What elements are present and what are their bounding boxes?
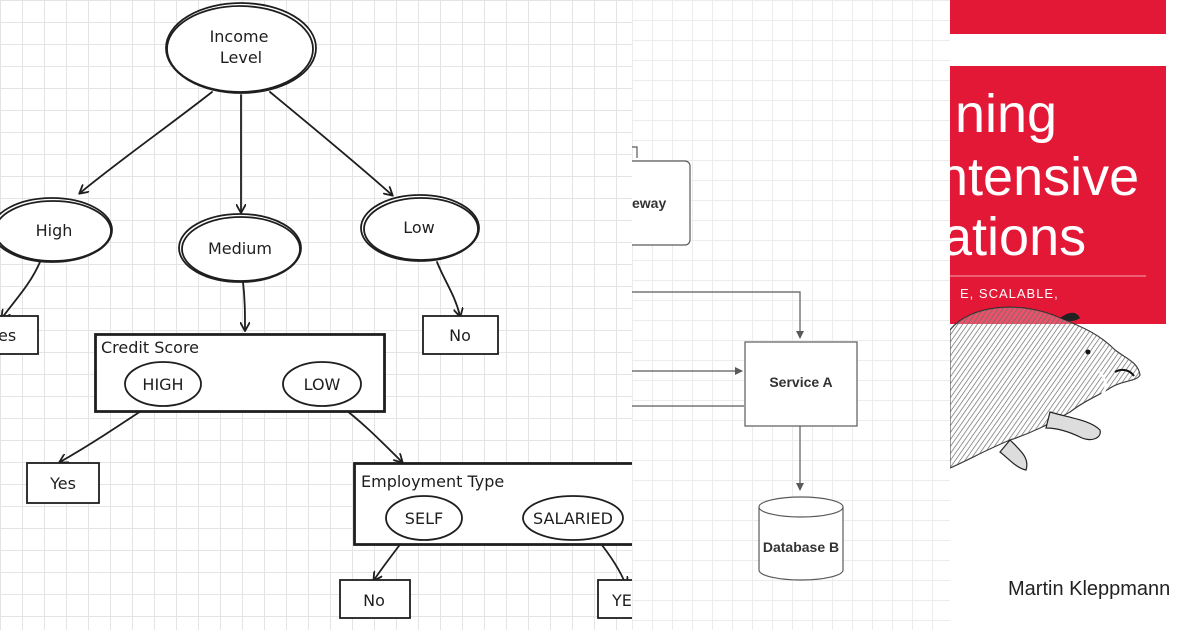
- edge-high-leaf: [2, 261, 41, 318]
- book-cover-panel: ning ntensive ations E, SCALABLE, Martin…: [950, 0, 1200, 630]
- leaf-salaried-yes: YE: [597, 579, 632, 619]
- edge-medium-credit: [243, 281, 245, 330]
- database-b-label: Database B: [763, 539, 839, 555]
- edge-root-high: [80, 91, 213, 193]
- employment-option-salaried: SALARIED: [522, 495, 624, 541]
- employment-type-node: Employment Type SELF SALARIED: [353, 462, 632, 546]
- book-title-line3: ations: [950, 207, 1086, 267]
- decision-tree-canvas: Income Level High Medium Low es: [0, 2, 632, 619]
- architecture-diagram-panel: eway Service A Database B: [632, 0, 950, 630]
- branch-label-low: Low: [403, 218, 435, 237]
- credit-option-low-label: LOW: [304, 375, 341, 394]
- edge-credit-high-yes: [60, 404, 151, 462]
- leaf-label-high: es: [0, 326, 16, 345]
- leaf-low-no: No: [422, 315, 499, 355]
- leaf-label-low: No: [449, 326, 471, 345]
- leaf-credit-high-yes: Yes: [26, 462, 100, 504]
- edge-self-no: [374, 541, 403, 580]
- gateway-top-fragment: [632, 146, 638, 158]
- root-label-line1: Income: [210, 27, 269, 46]
- book-cover: ning ntensive ations E, SCALABLE, Martin…: [950, 0, 1170, 600]
- gateway-node: eway: [632, 146, 691, 246]
- branch-node-low: Low: [360, 194, 480, 262]
- root-label-line2: Level: [220, 48, 262, 67]
- leaf-label-credit-yes: Yes: [49, 474, 76, 493]
- book-subtitle: E, SCALABLE,: [960, 286, 1059, 301]
- architecture-canvas: eway Service A Database B: [632, 146, 858, 581]
- database-b-node: Database B: [758, 496, 844, 581]
- book-author: Martin Kleppmann: [1008, 578, 1170, 600]
- branch-node-medium: Medium: [178, 213, 302, 283]
- branch-label-medium: Medium: [208, 239, 272, 258]
- gateway-label: eway: [632, 195, 666, 211]
- credit-option-high: HIGH: [124, 361, 202, 407]
- credit-score-node: Credit Score HIGH LOW: [94, 333, 386, 413]
- leaf-high-yes: es: [0, 315, 39, 355]
- cover-top-red-band: [950, 0, 1166, 34]
- employment-option-salaried-label: SALARIED: [533, 509, 613, 528]
- credit-option-high-label: HIGH: [142, 375, 183, 394]
- boar-illustration: [950, 306, 1141, 471]
- branch-label-high: High: [36, 221, 73, 240]
- service-a-node: Service A: [744, 341, 858, 427]
- credit-option-low: LOW: [282, 361, 362, 407]
- edge-low-leaf: [436, 261, 460, 316]
- employment-option-self-label: SELF: [405, 509, 443, 528]
- edge-gateway-service: [632, 291, 804, 339]
- edge-root-low: [269, 91, 392, 195]
- book-title-line1: ning: [955, 84, 1057, 144]
- edge-salaried-yes: [597, 539, 626, 585]
- root-node-income-level: Income Level: [165, 2, 317, 94]
- decision-tree-panel: Income Level High Medium Low es: [0, 0, 632, 630]
- cover-title-block: [950, 66, 1166, 324]
- book-title-line2: ntensive: [950, 147, 1139, 207]
- leaf-label-salaried: YE: [611, 591, 632, 610]
- leaf-self-no: No: [339, 579, 411, 619]
- leaf-label-self-no: No: [363, 591, 385, 610]
- credit-score-label: Credit Score: [101, 338, 199, 357]
- employment-type-label: Employment Type: [361, 472, 504, 491]
- service-a-label: Service A: [769, 374, 832, 390]
- employment-option-self: SELF: [385, 495, 463, 541]
- branch-node-high: High: [0, 197, 113, 263]
